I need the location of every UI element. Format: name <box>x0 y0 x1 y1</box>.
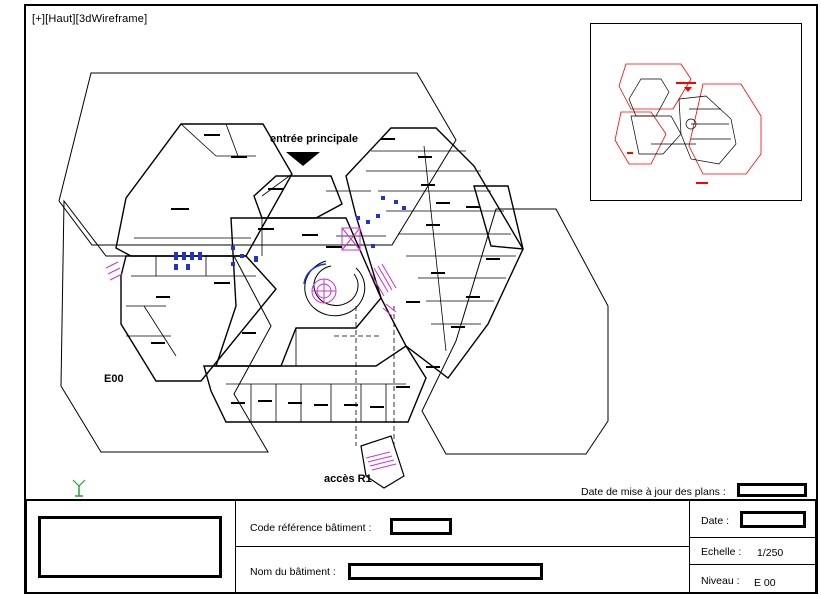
drawing-viewport[interactable]: [+][Haut][3dWireframe] <box>24 4 818 594</box>
logo-placeholder[interactable] <box>38 516 222 578</box>
access-label: accès R1 <box>324 473 372 485</box>
minimap-overview[interactable] <box>590 23 802 201</box>
minimap-drawing <box>614 63 762 184</box>
entrance-hall <box>253 175 343 219</box>
level-label: Niveau : <box>701 575 740 587</box>
viewport-controls-label[interactable]: [+][Haut][3dWireframe] <box>32 13 148 25</box>
building-name-field[interactable] <box>348 563 543 580</box>
level-value: E 00 <box>754 577 776 589</box>
wing-east-annex <box>473 185 524 250</box>
zone-outline-nw <box>58 72 457 246</box>
update-date-field[interactable] <box>737 483 807 497</box>
triangle-down-icon <box>286 152 320 166</box>
building-code-label: Code référence bâtiment : <box>250 522 372 534</box>
level-marker-label: E00 <box>104 373 124 385</box>
scale-label: Echelle : <box>701 546 742 558</box>
building-name-label: Nom du bâtiment : <box>250 566 336 578</box>
title-block: Code référence bâtiment : Nom du bâtimen… <box>26 499 816 593</box>
update-date-label: Date de mise à jour des plans : <box>581 486 726 498</box>
entrance-label: entrée principale <box>270 133 359 145</box>
wing-southwest <box>120 255 277 382</box>
zone-outline-sw <box>60 199 272 453</box>
wing-west <box>115 123 293 257</box>
zone-outline-se <box>421 208 609 455</box>
core-zone <box>215 217 382 367</box>
wing-south <box>203 345 427 423</box>
scale-value: 1/250 <box>757 547 784 559</box>
ucs-axis-icon <box>72 479 86 497</box>
wing-east <box>345 127 524 379</box>
floor-plan-drawing <box>58 72 609 489</box>
building-code-field[interactable] <box>390 518 452 535</box>
date-field[interactable] <box>740 511 806 528</box>
level-cell <box>689 564 816 593</box>
date-label: Date : <box>701 515 730 527</box>
